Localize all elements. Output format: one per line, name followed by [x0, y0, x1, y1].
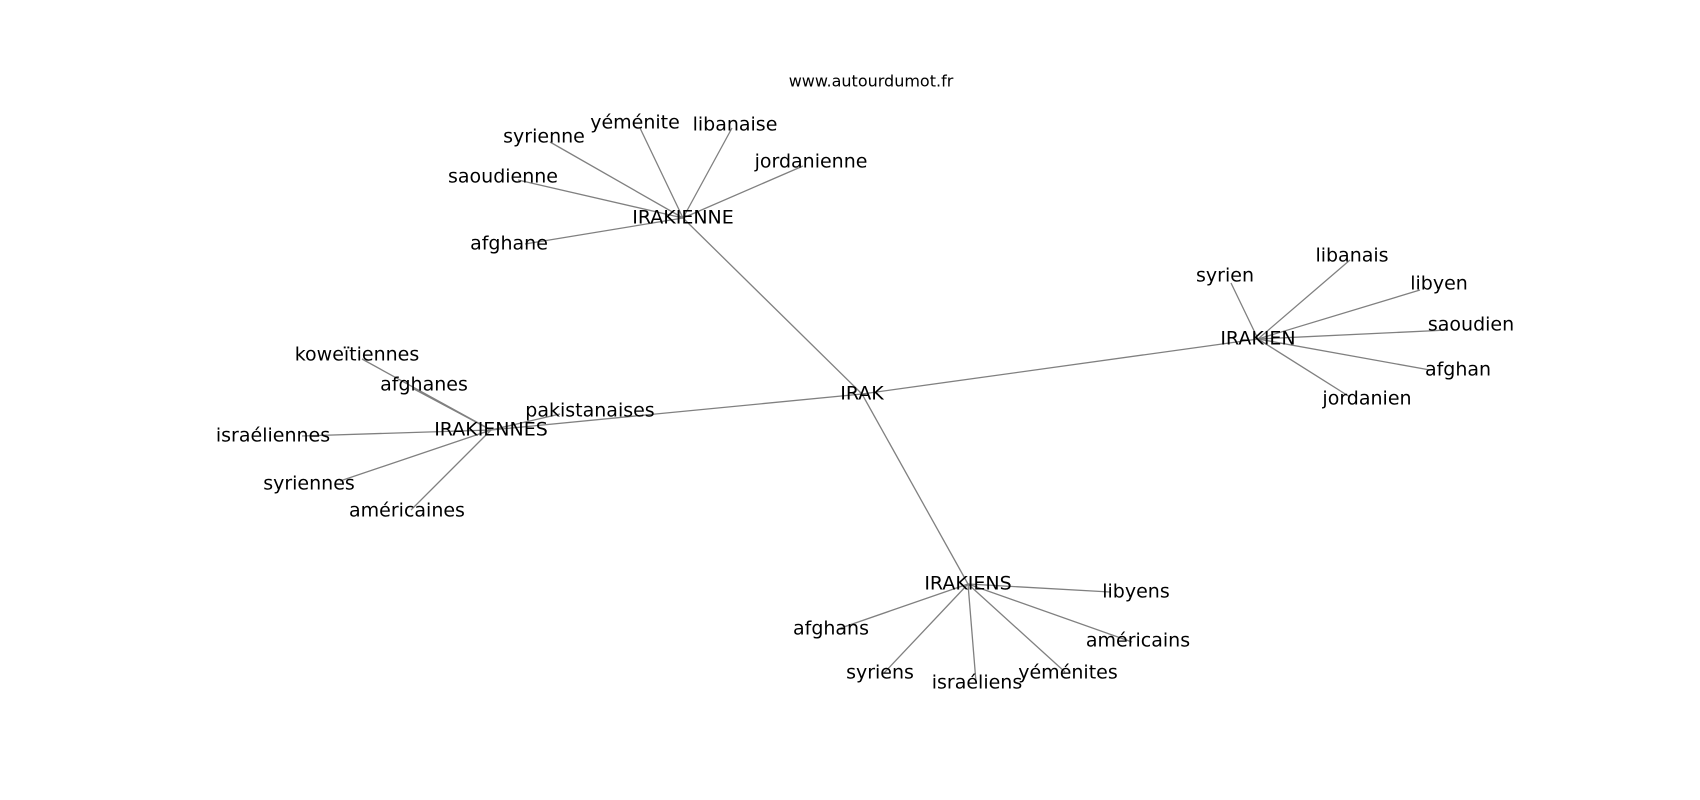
node-leaf: pakistanaises [525, 400, 654, 422]
node-leaf: afghanes [380, 374, 468, 396]
node-leaf: américains [1086, 630, 1190, 652]
node-leaf: israéliens [932, 672, 1023, 694]
edge-hub-leaf [639, 127, 684, 219]
edge-hub-leaf [967, 583, 977, 683]
edge-hub-leaf [1257, 259, 1351, 340]
edge-hub-leaf [1257, 289, 1421, 340]
node-leaf: libyen [1410, 273, 1468, 295]
node-hub: IRAKIENNE [632, 207, 734, 229]
source-label: www.autourdumot.fr [789, 72, 954, 91]
node-leaf: jordanienne [754, 151, 868, 173]
edge-hub-leaf [1230, 282, 1259, 340]
node-root: IRAK [840, 383, 884, 405]
graph-edges [301, 127, 1449, 683]
node-leaf: koweïtiennes [295, 344, 420, 366]
node-hub: IRAKIENNES [434, 419, 548, 441]
edge-root-hub [861, 338, 1259, 395]
node-leaf: yéménite [590, 112, 680, 134]
edge-hub-leaf [967, 583, 1066, 673]
edge-root-hub [490, 393, 863, 431]
node-leaf: syriennes [263, 473, 355, 495]
edge-hub-leaf [682, 127, 733, 219]
edge-hub-leaf [967, 583, 1133, 643]
node-leaf: afghans [793, 618, 869, 640]
node-leaf: yéménites [1018, 662, 1118, 684]
node-leaf: libyens [1102, 581, 1170, 603]
edge-hub-leaf [490, 413, 561, 431]
node-leaf: libanaise [693, 114, 778, 136]
edge-hub-leaf [301, 429, 492, 437]
edge-hub-leaf [1257, 338, 1431, 371]
node-leaf: syriens [846, 662, 914, 684]
edge-hub-leaf [410, 429, 492, 511]
node-hub: IRAKIEN [1220, 328, 1295, 350]
node-leaf: israéliennes [216, 425, 330, 447]
graph-labels: www.autourdumot.fr IRAK IRAKIENNE syrienn… [216, 72, 1514, 694]
edge-hub-leaf [967, 583, 1111, 593]
edge-hub-leaf [517, 179, 684, 219]
node-leaf: afghan [1425, 359, 1491, 381]
edge-hub-leaf [1257, 338, 1351, 398]
edge-hub-leaf [682, 165, 804, 219]
edge-hub-leaf [883, 583, 969, 674]
edge-hub-leaf [413, 388, 492, 431]
edge-hub-leaf [339, 429, 492, 482]
node-leaf: saoudien [1428, 314, 1514, 336]
node-leaf: jordanien [1321, 388, 1411, 410]
edge-root-hub [682, 217, 863, 395]
edge-hub-leaf [1257, 329, 1449, 340]
node-leaf: libanais [1315, 245, 1388, 267]
edge-hub-leaf [549, 141, 684, 219]
node-hub: IRAKIENS [924, 573, 1011, 595]
node-leaf: syrienne [503, 126, 585, 148]
node-leaf: syrien [1196, 265, 1254, 287]
node-leaf: afghane [470, 233, 548, 255]
edge-root-hub [861, 393, 969, 585]
edge-hub-leaf [524, 217, 684, 245]
node-leaf: américaines [349, 500, 465, 522]
node-leaf: saoudienne [448, 166, 558, 188]
edge-hub-leaf [837, 583, 969, 630]
